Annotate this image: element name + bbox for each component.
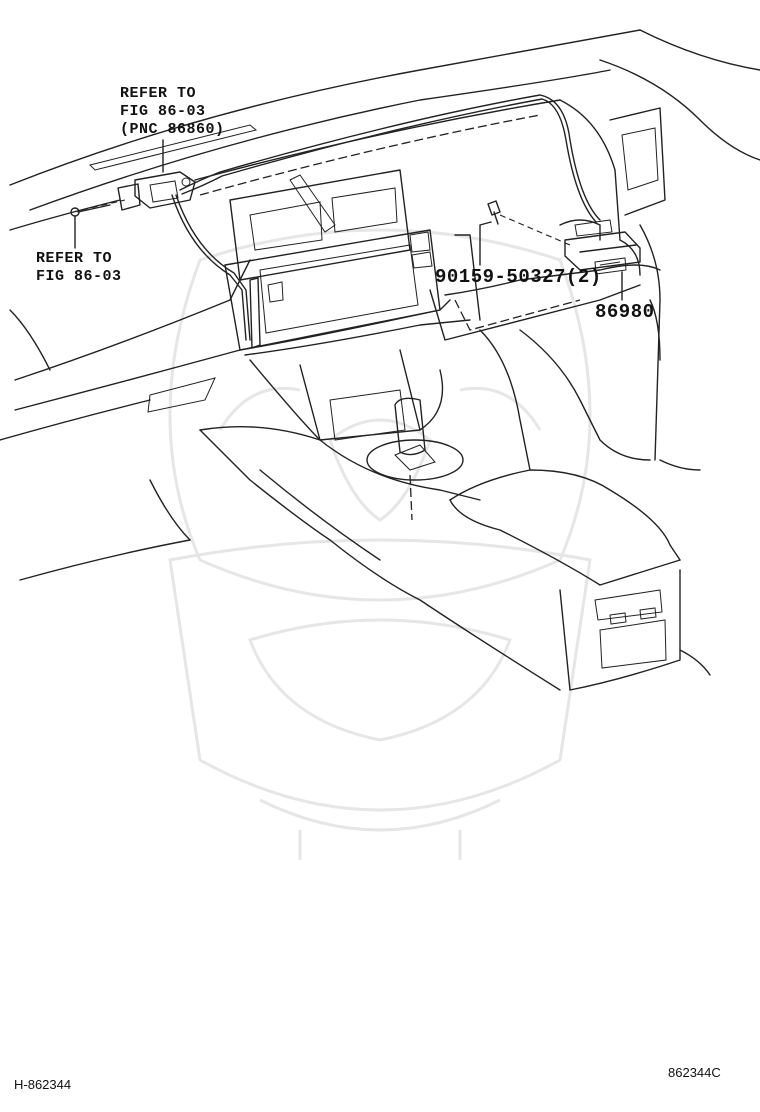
footer-right-code: 862344C [668,1065,721,1080]
refer-fig-label: REFER TO FIG 86-03 [36,250,122,285]
floor-lines [0,299,701,581]
sensor-86860 [70,171,196,217]
bolt-90159 [487,200,571,246]
footer-left-code: H-862344 [14,1077,72,1092]
refer-fig-pnc-label: REFER TO FIG 86-03 (PNC 86860) [120,85,225,138]
dashboard-upper [14,99,666,461]
windshield-lines [9,29,760,371]
module-part-number: 86980 [595,301,655,323]
right-dash [429,234,661,471]
center-stack [224,169,471,356]
armrest-rear-console [449,469,711,691]
center-console [199,349,561,691]
bolt-part-number: 90159-50327(2) [435,266,602,288]
leader-lines [74,139,623,301]
wire-harness [171,94,601,341]
watermark-emblem [168,228,592,860]
